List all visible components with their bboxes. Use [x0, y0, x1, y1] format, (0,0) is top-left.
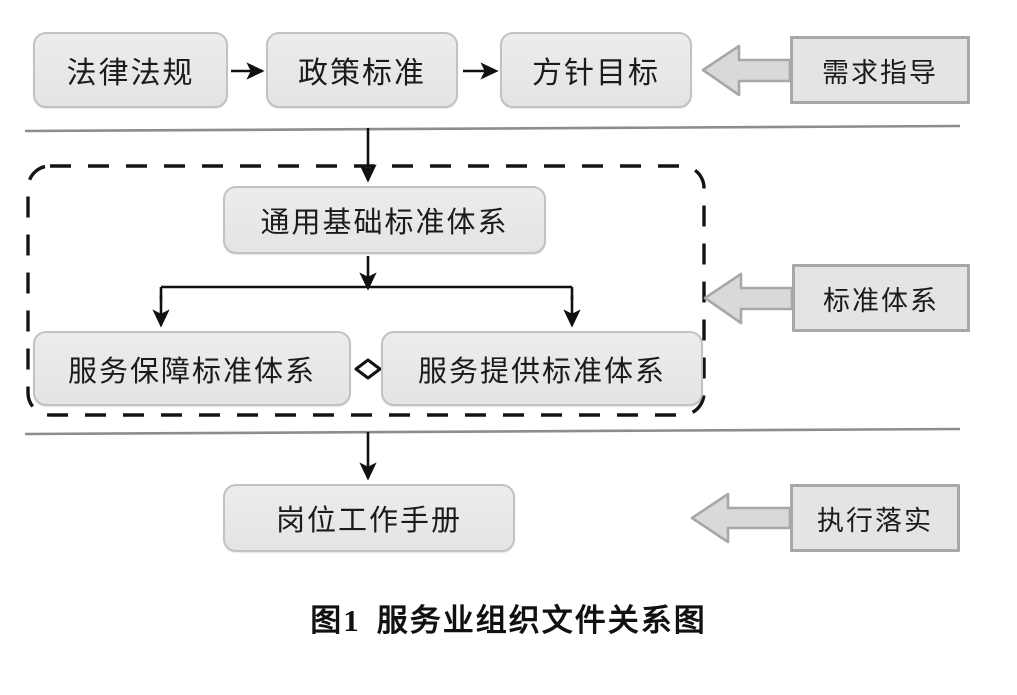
block-arrow-xuqiu — [701, 44, 792, 97]
block-arrow-biaozhun — [703, 272, 794, 325]
figure-caption-number: 图1 — [310, 603, 361, 638]
label-zhixing-luoshi[interactable]: 执行落实 — [790, 484, 960, 552]
label-biaozhun-tixi[interactable]: 标准体系 — [792, 264, 970, 332]
node-fuwu-tigong-biaozhun-tixi[interactable]: 服务提供标准体系 — [381, 331, 703, 406]
figure-caption-title: 服务业组织文件关系图 — [376, 603, 707, 638]
node-gangwei-gongzuo-shouce[interactable]: 岗位工作手册 — [223, 484, 515, 552]
node-zhengce-biaozhun[interactable]: 政策标准 — [266, 32, 458, 108]
divider-bottom-line — [24, 427, 961, 436]
node-fuwu-baozhang-biaozhun-tixi[interactable]: 服务保障标准体系 — [33, 331, 351, 406]
diamond-link-icon — [354, 358, 382, 380]
block-arrow-zhixing — [690, 492, 792, 544]
node-tongyong-jichu-biaozhun-tixi[interactable]: 通用基础标准体系 — [223, 186, 546, 254]
figure-caption: 图1 服务业组织文件关系图 — [0, 595, 1017, 640]
node-falu-fagui[interactable]: 法律法规 — [33, 32, 228, 108]
label-xuqiu-zhidao[interactable]: 需求指导 — [790, 36, 970, 104]
node-fangzhen-mubiao[interactable]: 方针目标 — [500, 32, 692, 108]
divider-top-line — [24, 124, 961, 133]
